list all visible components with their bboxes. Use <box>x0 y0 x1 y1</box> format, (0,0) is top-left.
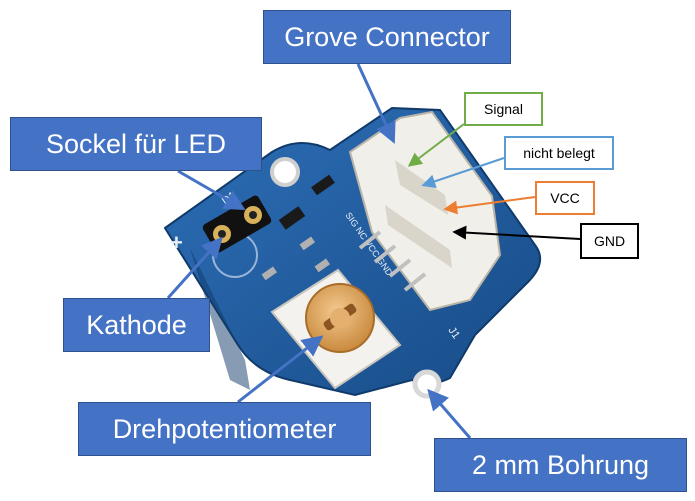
arrow-sockel <box>177 169 246 211</box>
label-2mm-bohrung: 2 mm Bohrung <box>434 438 687 492</box>
arrow-bohrung <box>427 388 472 439</box>
silk-plus-mark: + <box>170 230 183 255</box>
label-kathode: Kathode <box>63 298 210 352</box>
label-sockel-fuer-led: Sockel für LED <box>10 117 262 171</box>
label-drehpotentiometer: Drehpotentiometer <box>78 402 371 456</box>
label-gnd: GND <box>580 223 639 259</box>
mounting-hole-bottom <box>412 369 442 399</box>
arrow-dreh <box>237 335 324 404</box>
silk-j1: J1 <box>446 325 462 341</box>
label-signal: Signal <box>464 92 543 126</box>
arrow-nicht-belegt <box>421 157 505 189</box>
potentiometer-part <box>270 268 402 390</box>
arrow-kathode <box>166 236 223 300</box>
grove-connector-part <box>348 110 502 312</box>
arrow-signal <box>407 123 465 167</box>
smd-components <box>261 174 335 281</box>
callout-arrows <box>166 63 581 439</box>
arrow-vcc <box>443 196 536 215</box>
label-vcc: VCC <box>535 181 595 215</box>
arrow-grove <box>356 63 396 144</box>
mounting-hole-top <box>270 157 300 187</box>
label-grove-connector: Grove Connector <box>263 10 511 64</box>
label-nicht-belegt: nicht belegt <box>504 136 614 170</box>
arrow-gnd <box>452 225 581 240</box>
